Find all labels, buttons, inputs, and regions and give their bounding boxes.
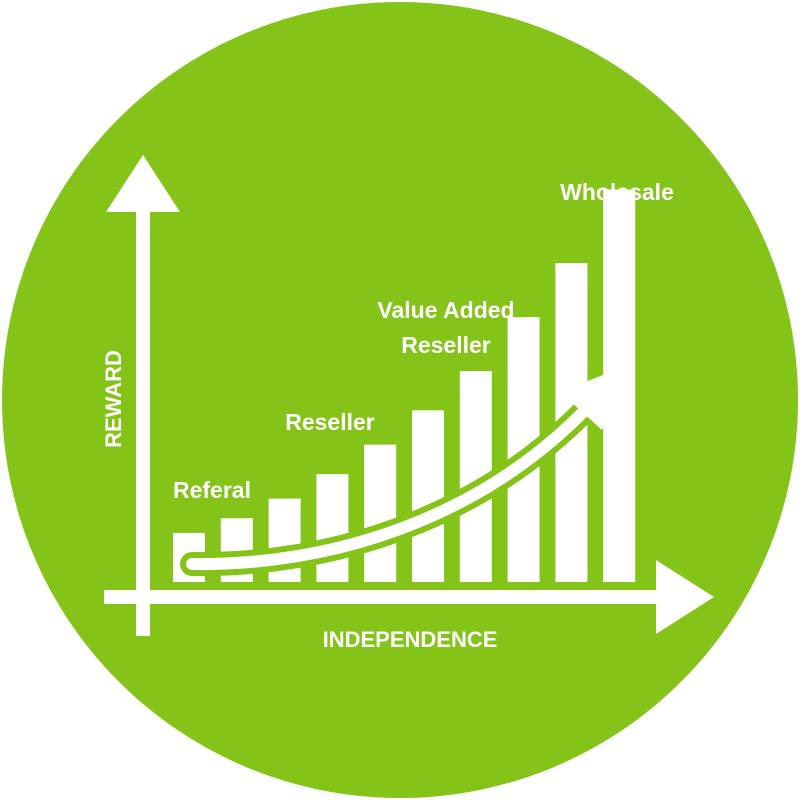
stage-label-referal: Referal [173, 477, 251, 503]
stage-label-value-added-line1: Value Added [377, 297, 514, 323]
trend-curve-white [186, 399, 596, 571]
bar-4 [316, 474, 349, 582]
x-axis-line [104, 590, 664, 604]
y-axis-arrow-head [106, 155, 180, 212]
stage-label-reseller: Reseller [285, 409, 375, 435]
y-axis-line [136, 200, 150, 636]
bar-6 [412, 410, 444, 582]
trend-arrow-head [560, 365, 628, 430]
y-axis-label: REWARD [101, 350, 126, 448]
bar-5 [364, 444, 397, 582]
stage-label-value-added-line2: Reseller [401, 332, 491, 358]
x-axis-label: INDEPENDENCE [323, 627, 498, 652]
stage-label-wholesale: Wholesale [560, 179, 674, 205]
x-axis-arrow-head [656, 560, 714, 634]
